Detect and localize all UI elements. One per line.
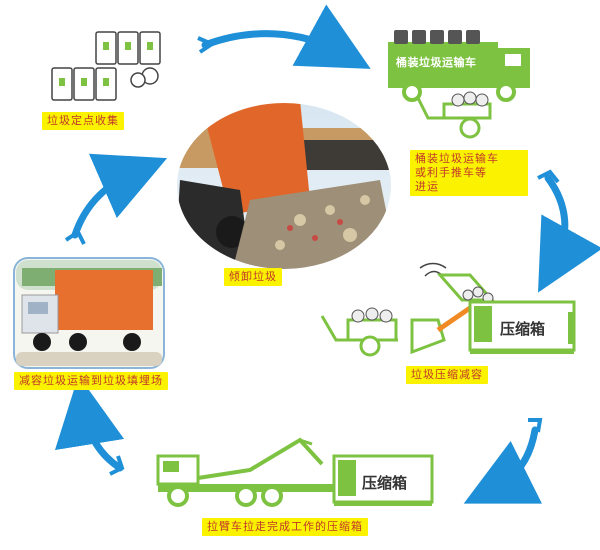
cycle-arrow-bottom-left xyxy=(54,375,125,476)
label-reduce-transport: 减容垃圾运输到垃圾填埋场 xyxy=(14,372,168,390)
label-hook-arm: 拉臂车拉走完成工作的压缩箱 xyxy=(202,518,368,536)
garbage-bins-illustration xyxy=(51,31,161,101)
compress-box-label-middle: 压缩箱 xyxy=(500,320,546,338)
transport-truck-photo xyxy=(13,257,165,369)
dumping-photo xyxy=(175,101,393,271)
compactor-illustration xyxy=(320,262,576,357)
label-compress: 垃圾压缩减容 xyxy=(406,366,488,384)
hook-arm-truck-illustration xyxy=(156,437,434,507)
cycle-arrow-right-top xyxy=(537,169,600,293)
compress-box-label-bottom: 压缩箱 xyxy=(362,474,408,492)
cycle-arrow-right-bottom xyxy=(463,418,543,504)
label-dump-garbage: 倾卸垃圾 xyxy=(224,268,282,286)
handcart-illustration-top xyxy=(416,91,492,139)
bucket-truck-title: 桶装垃圾运输车 xyxy=(396,56,477,69)
cycle-arrow-top xyxy=(197,4,371,69)
cycle-arrow-left xyxy=(64,153,168,245)
label-fixed-collection: 垃圾定点收集 xyxy=(42,112,124,130)
bucket-truck-illustration xyxy=(388,30,530,102)
label-bucket-transport: 桶装垃圾运输车 或利手推车等 进运 xyxy=(410,150,528,196)
